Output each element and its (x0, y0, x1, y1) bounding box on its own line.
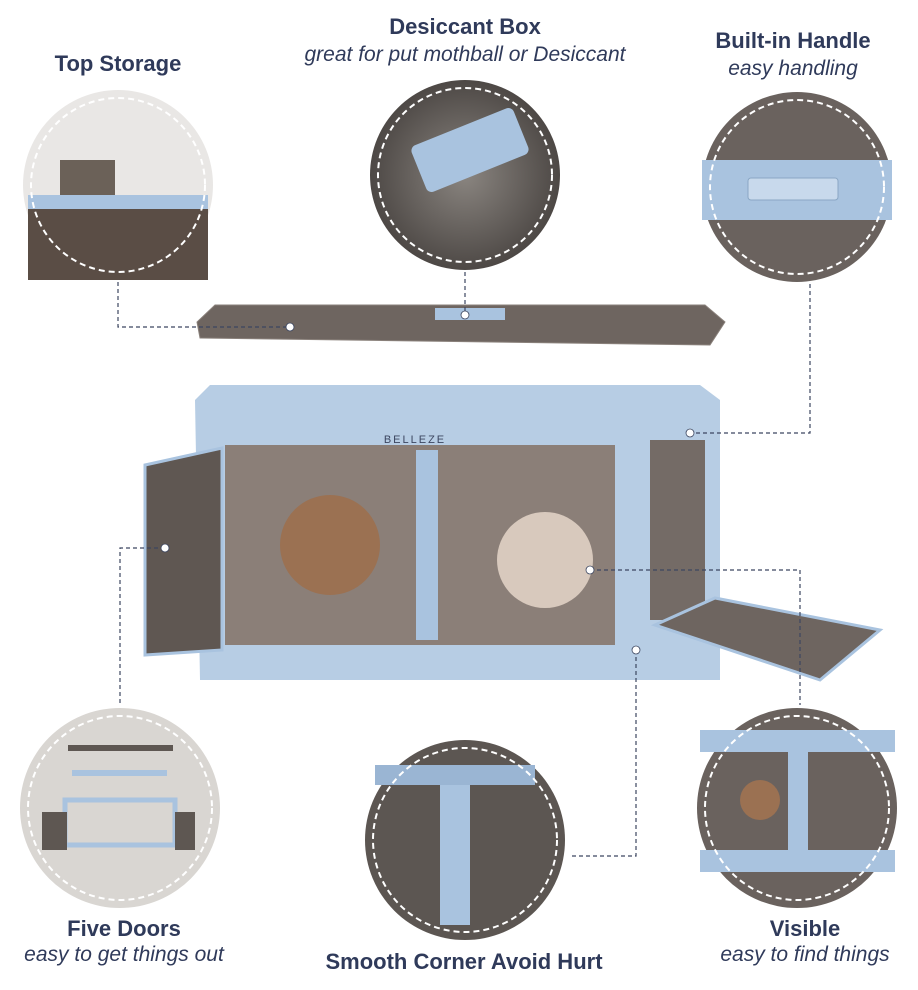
circle-smooth-corner (365, 740, 565, 940)
desiccant-box-subtitle: great for put mothball or Desiccant (304, 43, 626, 66)
top-storage-title: Top Storage (54, 51, 182, 76)
built-in-handle-subtitle: easy handling (728, 57, 858, 80)
circle-top-storage (23, 90, 213, 280)
circle-handle (702, 92, 892, 282)
smooth-corner-title: Smooth Corner Avoid Hurt (325, 949, 603, 974)
desiccant-box-title: Desiccant Box (389, 14, 541, 39)
circle-visible (697, 708, 897, 908)
five-doors-subtitle: easy to get things out (24, 943, 224, 966)
five-doors-title: Five Doors (67, 916, 181, 941)
circle-desiccant-box (370, 80, 560, 270)
brand-logo: BELLEZE (384, 434, 446, 446)
built-in-handle-title: Built-in Handle (715, 28, 871, 53)
connector-lines (117, 272, 811, 857)
visible-title: Visible (769, 916, 841, 941)
visible-subtitle: easy to find things (720, 943, 890, 966)
circle-five-doors (20, 708, 220, 908)
lid (196, 304, 726, 346)
storage-box: BELLEZE (143, 385, 884, 682)
